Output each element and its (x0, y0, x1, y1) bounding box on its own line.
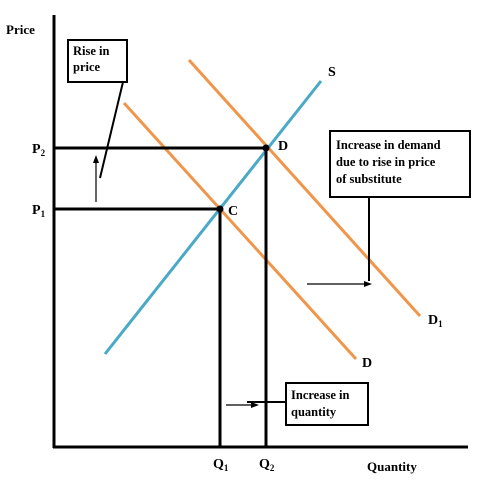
point-c-label: C (228, 204, 238, 219)
q1-label: Q1 (213, 457, 229, 473)
p2-label: P2 (32, 142, 46, 158)
supply-curve (103, 80, 323, 355)
supply-label: S (328, 65, 336, 80)
price-rise-arrow-head (93, 155, 99, 163)
price-rise-box (67, 39, 128, 83)
q2-label: Q2 (259, 457, 275, 473)
demand-new-label: D1 (428, 313, 443, 329)
price-rise-text: Rise in price (73, 44, 113, 74)
demand-curve-original (122, 101, 358, 361)
x-axis-label: Quantity (367, 459, 417, 474)
price-rise-pointer (99, 81, 124, 179)
p1-label: P1 (32, 203, 46, 219)
equilibrium-point-d (262, 144, 270, 152)
equilibrium-point-c (216, 205, 224, 213)
demand-shift-arrow-head (364, 281, 372, 287)
demand-increase-box (329, 130, 471, 198)
quantity-increase-box (285, 382, 369, 426)
demand-increase-text: Increase in demand due to rise in price … (336, 138, 444, 186)
demand-original-label: D (362, 356, 372, 371)
demand-curve-new (187, 58, 422, 318)
quantity-shift-arrow-head (251, 402, 259, 408)
point-d-label: D (278, 139, 288, 154)
quantity-increase-text: Increase in quantity (291, 388, 353, 419)
y-axis-label: Price (6, 22, 35, 37)
